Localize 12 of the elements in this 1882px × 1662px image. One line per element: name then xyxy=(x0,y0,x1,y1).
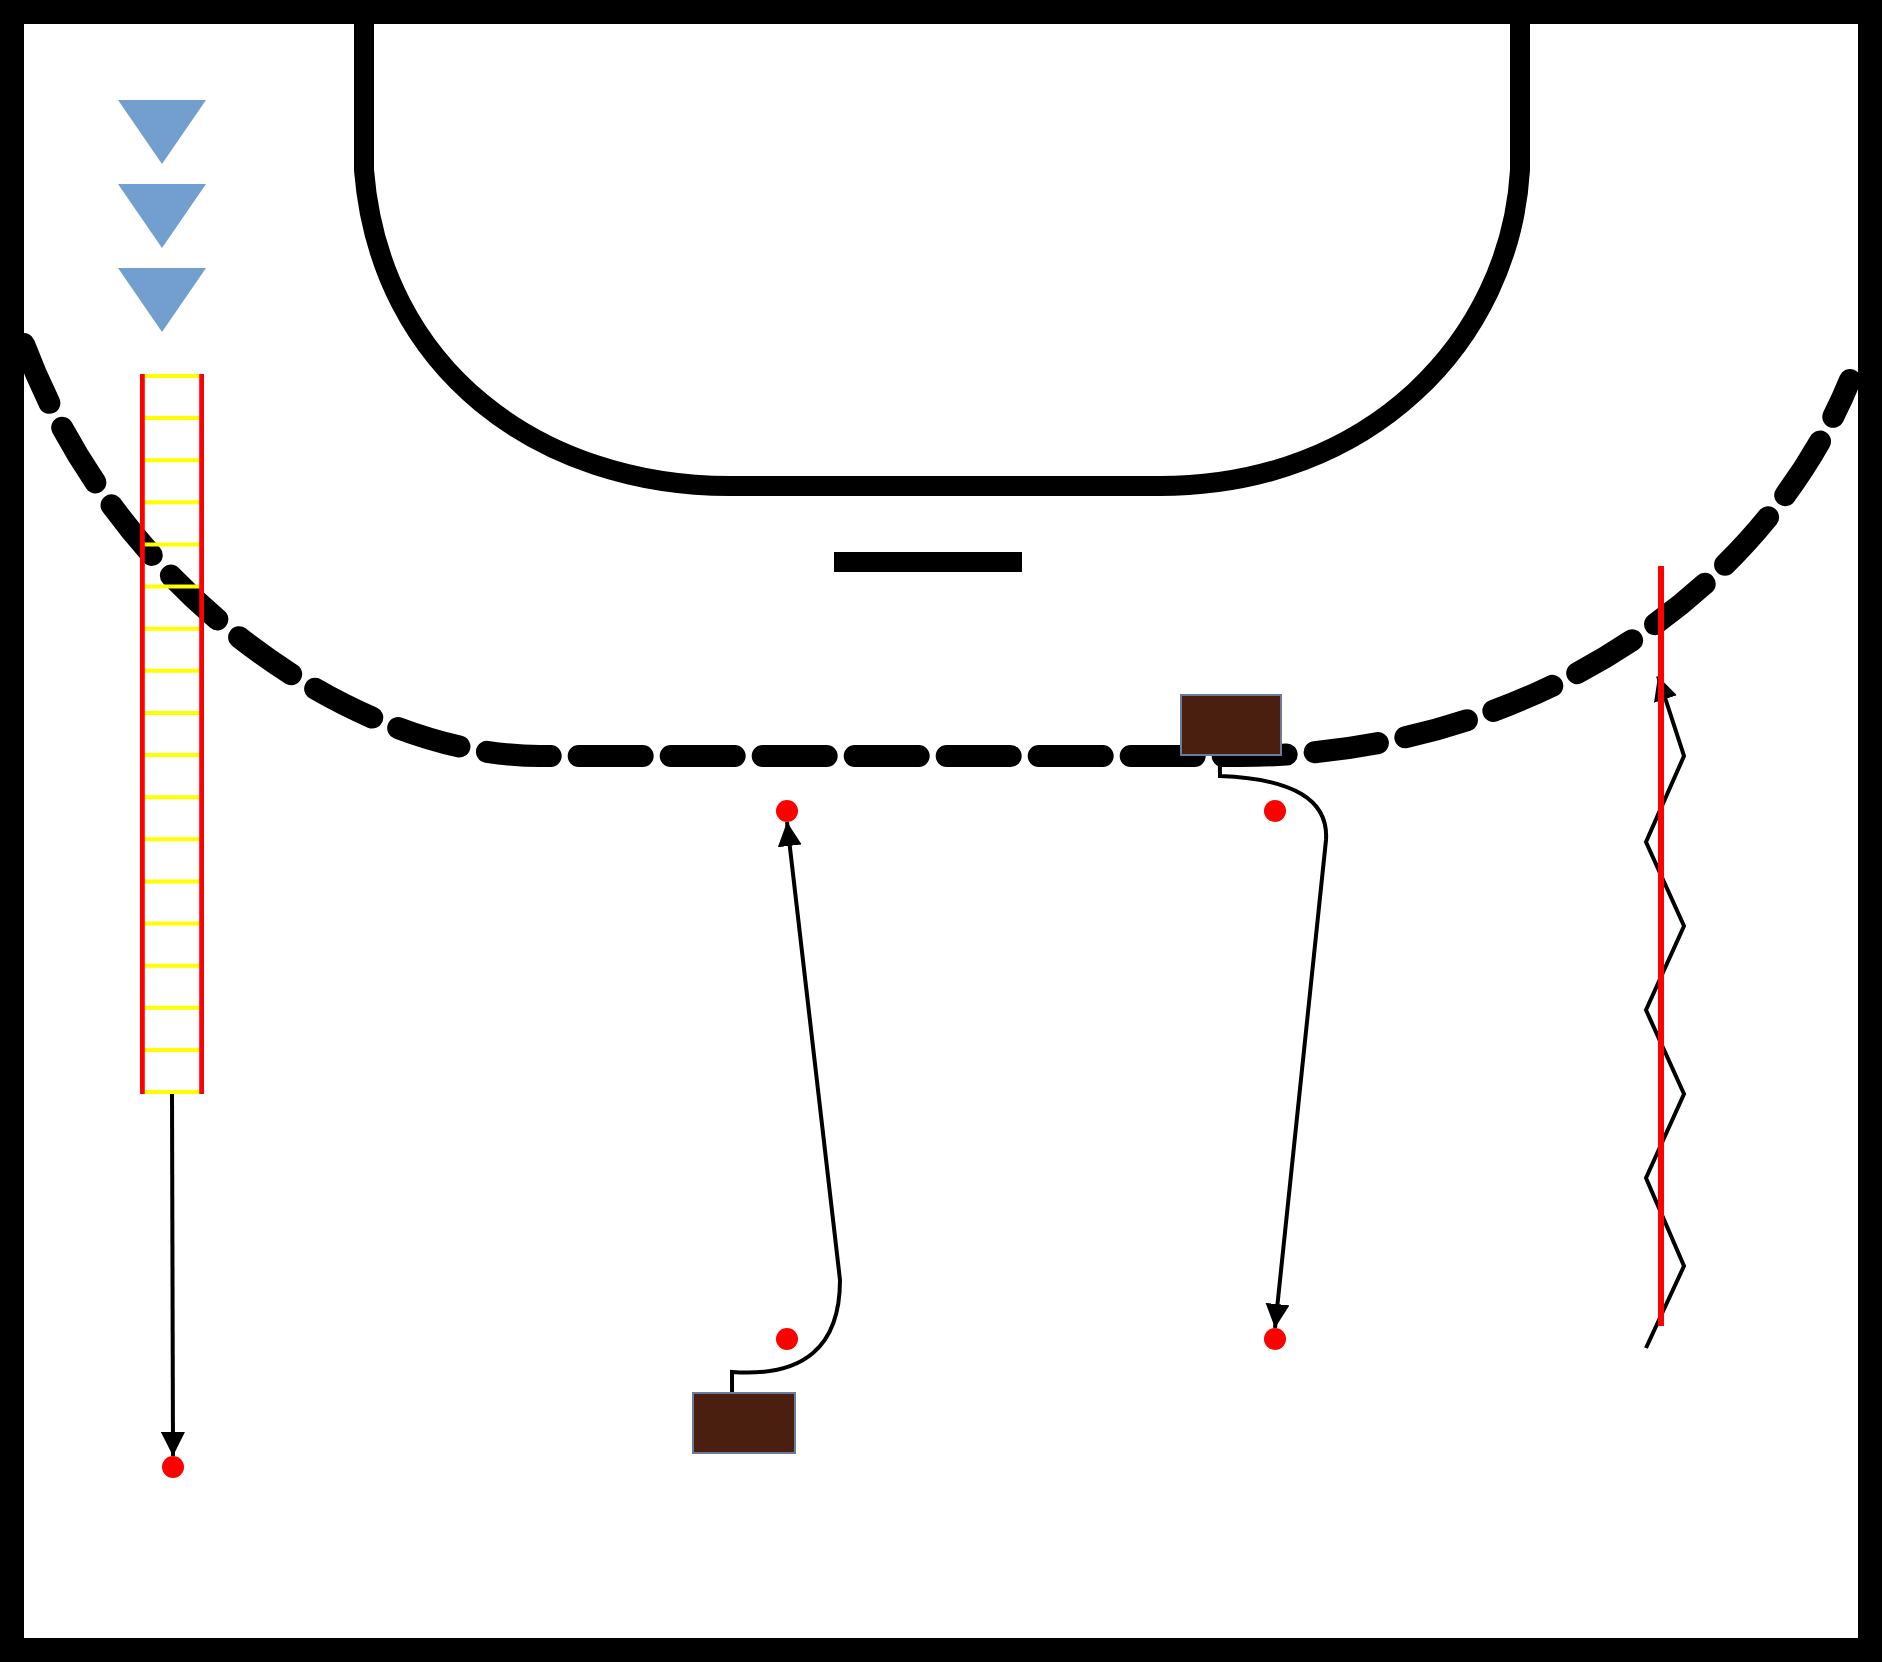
arrow xyxy=(160,1094,185,1456)
marker-dot xyxy=(1264,1328,1286,1350)
box-obstacle xyxy=(692,1392,796,1454)
box-obstacle xyxy=(1180,694,1282,756)
marker-dot xyxy=(1264,800,1286,822)
marker-dot xyxy=(162,1456,184,1478)
marker-line xyxy=(1658,566,1664,1326)
marker-dot xyxy=(776,800,798,822)
zigzag-arrow xyxy=(1643,675,1687,1349)
agility-ladder xyxy=(140,374,204,1094)
arrow xyxy=(730,821,842,1392)
marker-dot xyxy=(776,1328,798,1350)
